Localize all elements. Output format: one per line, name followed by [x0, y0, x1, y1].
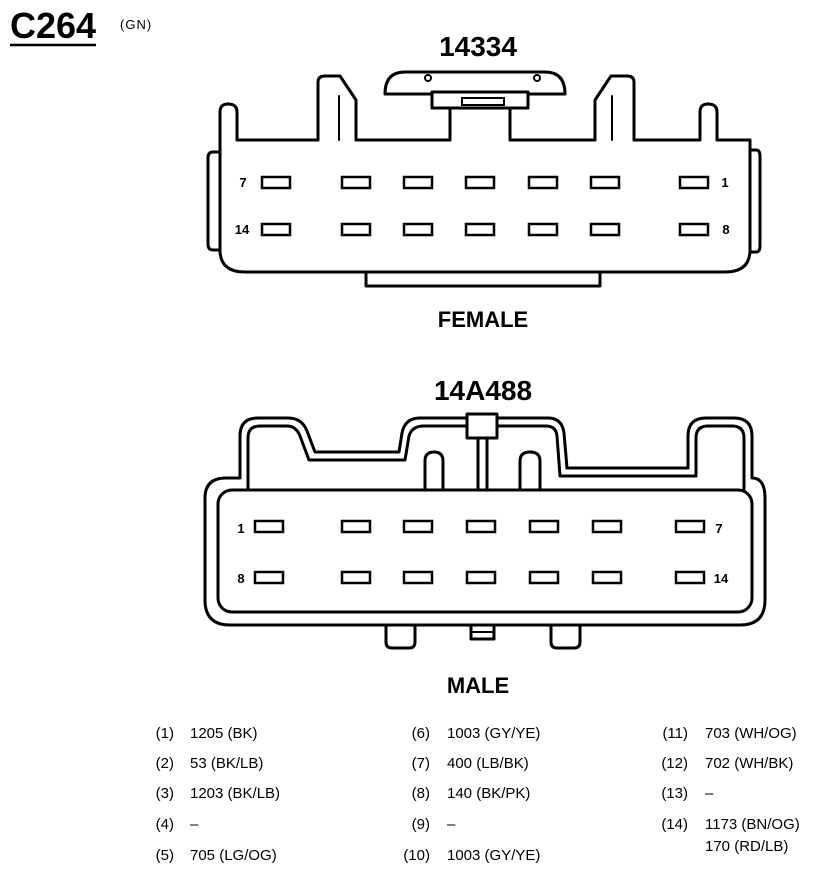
male-pin-3: [402, 519, 434, 534]
pin-circuit-9: –: [447, 816, 456, 833]
female-corner-pin-bottom-left: 14: [235, 222, 250, 237]
female-pin-1: [678, 175, 710, 190]
female-latch-notch-left: [424, 74, 432, 82]
male-latch-stem: [476, 436, 489, 492]
pin-number-12: (12): [661, 755, 688, 772]
pin-circuit-4: –: [190, 816, 199, 833]
female-right-guide-tab: [593, 74, 636, 142]
connector-color-code: (GN): [120, 17, 152, 32]
male-pin-4: [465, 519, 497, 534]
male-mating-face: [216, 488, 754, 614]
female-corner-pin-bottom-right: 8: [722, 222, 729, 237]
female-pin-4: [464, 175, 496, 190]
pin-number-3: (3): [156, 785, 174, 802]
male-pin-1: [253, 519, 285, 534]
male-connector-drawing: [203, 412, 767, 650]
male-pin-12: [528, 570, 560, 585]
pin-number-4: (4): [156, 816, 174, 833]
pin-number-13: (13): [661, 785, 688, 802]
female-pin-10: [527, 222, 559, 237]
pin-circuit-6: 1003 (GY/YE): [447, 725, 540, 742]
male-pin-6: [591, 519, 623, 534]
female-right-flange: [748, 148, 762, 254]
male-pin-11: [465, 570, 497, 585]
male-peg-left: [384, 623, 417, 650]
pin-circuit-10: 1003 (GY/YE): [447, 847, 540, 864]
female-pin-9: [589, 222, 621, 237]
female-pin-6: [340, 175, 372, 190]
pin-number-1: (1): [156, 725, 174, 742]
male-post-left: [423, 450, 445, 492]
male-pin-8: [253, 570, 285, 585]
pin-circuit-11: 703 (WH/OG): [705, 725, 797, 742]
female-pin-11: [464, 222, 496, 237]
female-body: [218, 138, 752, 274]
pin-circuit-8: 140 (BK/PK): [447, 785, 530, 802]
female-pin-14: [260, 222, 292, 237]
pin-circuit-7: 400 (LB/BK): [447, 755, 529, 772]
pin-number-14: (14): [661, 816, 688, 833]
male-pin-5: [528, 519, 560, 534]
female-pin-12: [402, 222, 434, 237]
pin-circuit-1: 1205 (BK): [190, 725, 258, 742]
pin-circuit-5: 705 (LG/OG): [190, 847, 277, 864]
male-post-right: [518, 450, 542, 492]
male-corner-pin-top-right: 7: [715, 521, 722, 536]
female-pin-8: [678, 222, 710, 237]
pin-number-9: (9): [412, 816, 430, 833]
pin-circuit-14-second: 170 (RD/LB): [705, 838, 788, 855]
pin-circuit-14: 1173 (BN/OG): [705, 816, 800, 833]
pin-number-5: (5): [156, 847, 174, 864]
male-corner-pin-bottom-right: 14: [714, 571, 729, 586]
pin-circuit-12: 702 (WH/BK): [705, 755, 793, 772]
male-part-number: 14A488: [434, 375, 532, 406]
female-latch-base: [448, 106, 512, 142]
female-pin-7: [260, 175, 292, 190]
pin-circuit-2: 53 (BK/LB): [190, 755, 263, 772]
female-pin-5: [402, 175, 434, 190]
female-corner-pin-top-right: 1: [721, 175, 728, 190]
pin-number-8: (8): [412, 785, 430, 802]
male-label: MALE: [447, 673, 509, 698]
female-label: FEMALE: [438, 307, 528, 332]
pin-circuit-3: 1203 (BK/LB): [190, 785, 280, 802]
female-connector-drawing: [206, 70, 762, 288]
female-latch-notch-right: [533, 74, 541, 82]
pin-number-10: (10): [403, 847, 430, 864]
male-pin-7: [674, 519, 706, 534]
male-pin-13: [591, 570, 623, 585]
female-pin-3: [527, 175, 559, 190]
female-right-post: [632, 102, 752, 142]
male-pin-10: [402, 570, 434, 585]
female-corner-pin-top-left: 7: [239, 175, 246, 190]
male-peg-right: [549, 623, 582, 650]
pin-number-2: (2): [156, 755, 174, 772]
female-pin-2: [589, 175, 621, 190]
female-left-guide-tab: [316, 74, 358, 142]
connector-id: C264: [10, 5, 96, 46]
male-pin-9: [340, 570, 372, 585]
male-pin-14: [674, 570, 706, 585]
female-part-number: 14334: [439, 31, 517, 62]
female-bottom-tab: [364, 270, 602, 288]
pinout-table: (1) 1205 (BK) (2) 53 (BK/LB) (3) 1203 (B…: [156, 725, 800, 864]
female-pin-13: [340, 222, 372, 237]
pin-circuit-13: –: [705, 785, 714, 802]
male-latch-tab: [465, 412, 499, 440]
male-pin-2: [340, 519, 372, 534]
female-left-post: [218, 102, 320, 142]
pin-number-6: (6): [412, 725, 430, 742]
pin-number-7: (7): [412, 755, 430, 772]
pin-number-11: (11): [662, 725, 688, 742]
female-latch-slot: [461, 97, 505, 106]
male-corner-pin-top-left: 1: [237, 521, 244, 536]
male-corner-pin-bottom-left: 8: [237, 571, 244, 586]
female-left-flange: [206, 150, 222, 252]
